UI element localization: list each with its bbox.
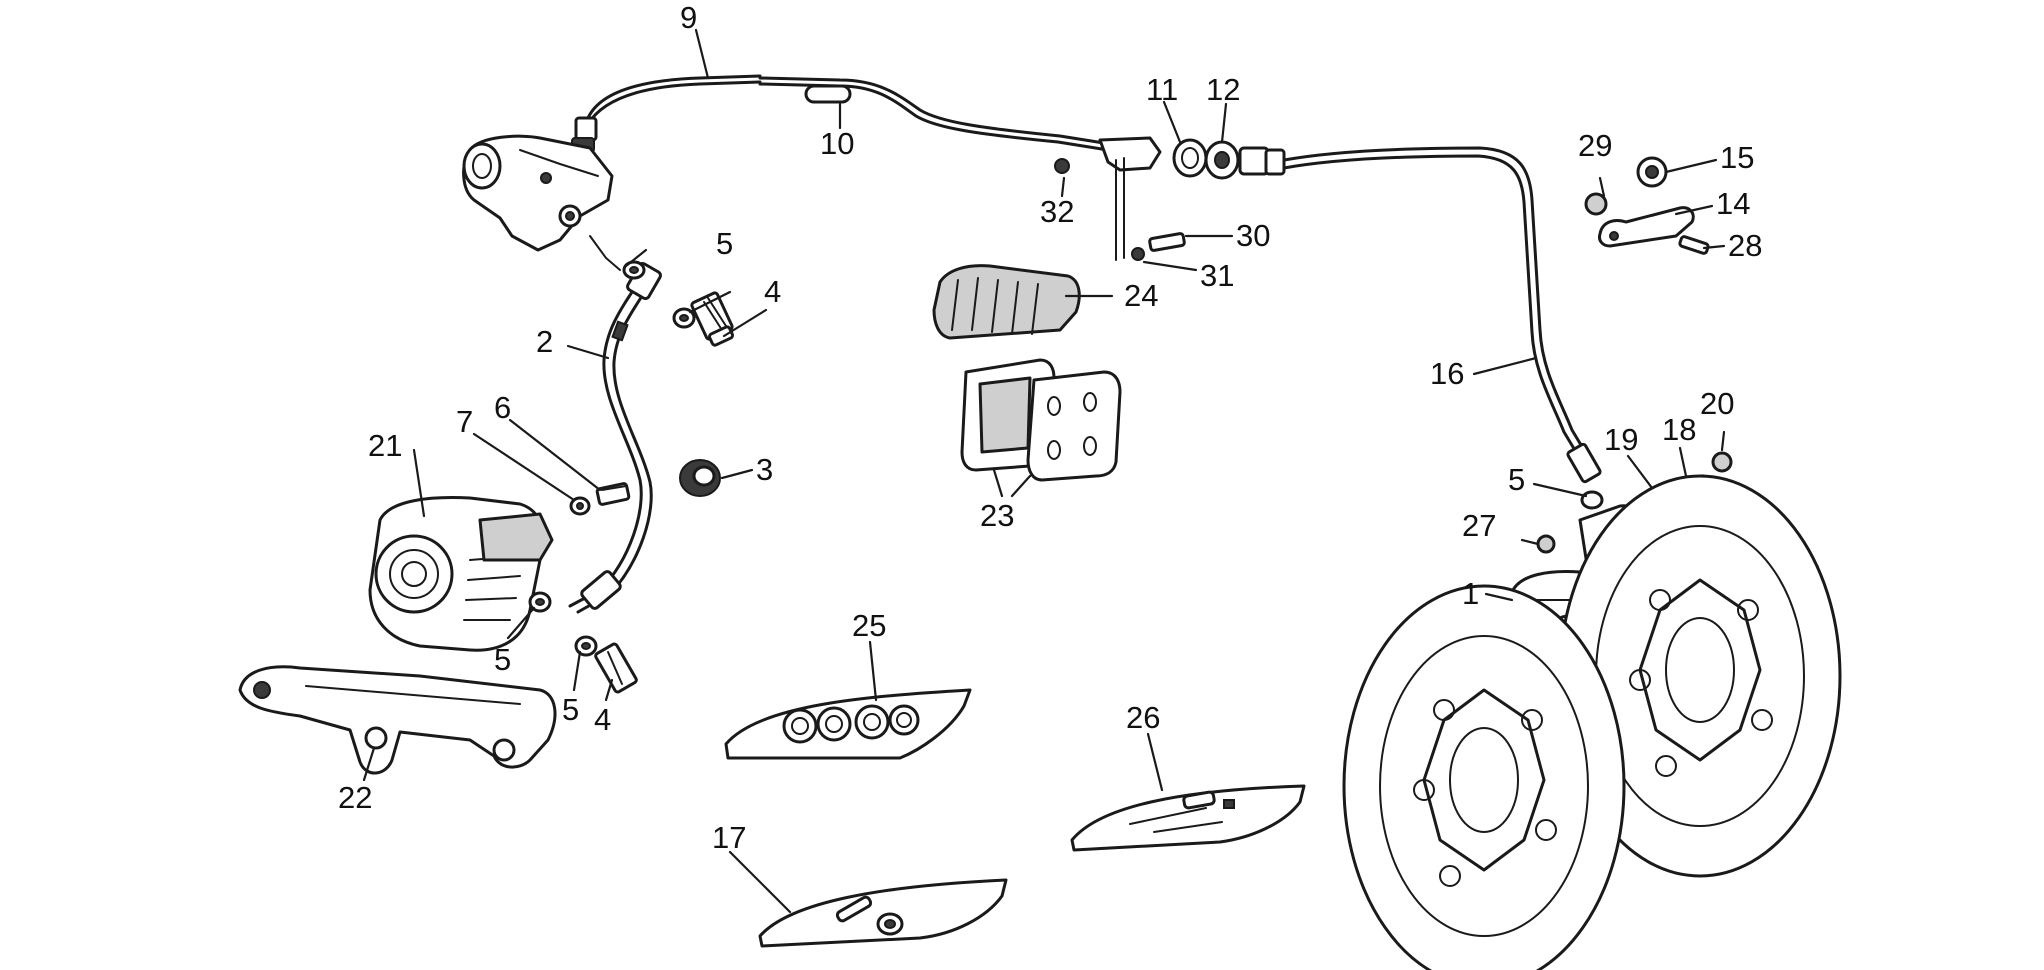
callout-15: 15: [1720, 140, 1754, 175]
washer-5-d: [1580, 490, 1604, 510]
callout-23: 23: [980, 498, 1014, 533]
callout-22: 22: [338, 780, 372, 815]
master-cylinder: [462, 134, 621, 271]
sealing-ring-11: [1172, 138, 1208, 178]
brake-disc-front: [1342, 584, 1626, 970]
callout-27: 27: [1462, 508, 1496, 543]
callout-3: 3: [756, 452, 773, 487]
bracket-14: [1598, 206, 1695, 248]
callout-19: 19: [1604, 422, 1638, 457]
nut-29: [1584, 192, 1608, 216]
callout-17: 17: [712, 820, 746, 855]
callout-20: 20: [1700, 386, 1734, 421]
washer-5-c: [574, 635, 598, 657]
callout-30: 30: [1236, 218, 1270, 253]
callout-5-a: 5: [716, 226, 733, 261]
brake-hose-16: [1238, 146, 1602, 484]
callout-26: 26: [1126, 700, 1160, 735]
callout-21: 21: [368, 428, 402, 463]
callout-16: 16: [1430, 356, 1464, 391]
callout-12: 12: [1206, 72, 1240, 107]
callout-31: 31: [1200, 258, 1234, 293]
callout-14: 14: [1716, 186, 1750, 221]
pad-spring-24: [932, 264, 1081, 340]
washer-31: [1131, 247, 1145, 261]
rear-caliper-21: [368, 496, 554, 652]
brake-hose-2: [568, 261, 662, 614]
nut-27: [1536, 534, 1556, 554]
callout-32: 32: [1040, 194, 1074, 229]
callout-18: 18: [1662, 412, 1696, 447]
callout-11: 11: [1146, 72, 1178, 107]
caliper-bracket-22: [238, 665, 557, 775]
callout-2: 2: [536, 324, 553, 359]
washer-5-a: [622, 260, 646, 280]
washer-7: [569, 496, 591, 516]
callout-labels: 9 10 11 12 32 30 31 24 23 29 15 14 28 16…: [338, 0, 1762, 855]
callout-5-e: 5: [562, 692, 579, 727]
grommet-3: [679, 459, 721, 497]
nut-20: [1711, 451, 1733, 473]
repair-kit-26: [1070, 784, 1306, 852]
screw-28: [1678, 235, 1710, 255]
leader-lines: [362, 28, 1726, 914]
junction-block: [1098, 136, 1162, 261]
callout-4-lower: 4: [594, 702, 611, 737]
callout-25: 25: [852, 608, 886, 643]
callout-7: 7: [456, 404, 473, 439]
nut-32: [1054, 158, 1070, 174]
brake-disc-rear: [1558, 474, 1842, 878]
seal-kit-25: [724, 688, 972, 760]
washer-5-e: [528, 591, 552, 613]
banjo-bolt-4-lower: [594, 642, 638, 694]
callout-1: 1: [1462, 576, 1479, 611]
callout-4-upper: 4: [764, 274, 781, 309]
callout-10: 10: [820, 126, 854, 161]
callout-28: 28: [1728, 228, 1762, 263]
washer-5-b: [672, 307, 696, 329]
callout-9: 9: [680, 0, 697, 35]
bleed-kit-17: [758, 878, 1008, 948]
callout-6: 6: [494, 390, 511, 425]
rubber-15: [1636, 156, 1668, 188]
brake-line-9: [586, 74, 1112, 152]
bolt-30: [1148, 232, 1186, 252]
sealing-ring-12: [1204, 140, 1240, 180]
callout-29: 29: [1578, 128, 1612, 163]
brake-pads-23: [960, 358, 1122, 482]
callout-5-c: 5: [494, 642, 511, 677]
callout-24: 24: [1124, 278, 1158, 313]
callout-5-front: 5: [1508, 462, 1525, 497]
hose-clip-10: [804, 84, 852, 104]
bolt-6: [595, 482, 631, 506]
